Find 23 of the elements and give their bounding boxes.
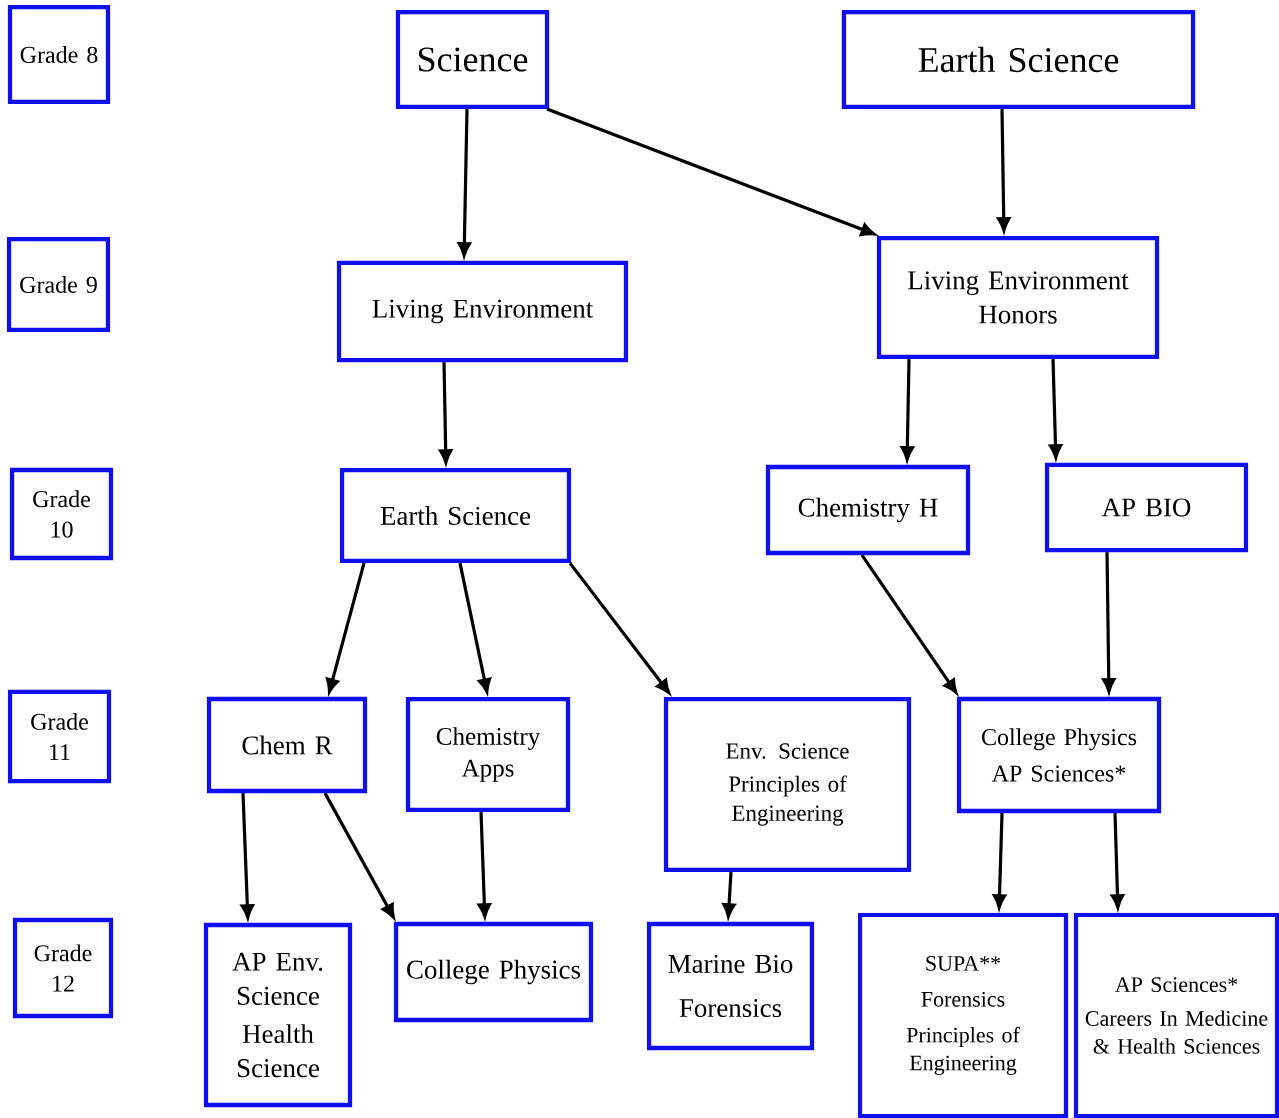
course-box: Living Environment Honors: [876, 235, 1160, 360]
grade-box: Grade 11: [7, 689, 112, 784]
course-box: College Physics: [393, 921, 594, 1023]
arrow: [860, 554, 958, 694]
course-box: Earth Science: [841, 9, 1196, 110]
grade-box: Grade 12: [12, 917, 114, 1019]
course-box: College Physics AP Sciences*: [956, 696, 1162, 814]
course-box: AP BIO: [1044, 462, 1249, 553]
grade-box: Grade 10: [9, 467, 114, 561]
course-box: Science: [395, 9, 550, 110]
course-box: SUPA** Forensics Principles of Engineering: [857, 912, 1069, 1118]
grade-box: Grade 9: [6, 236, 111, 333]
course-box: AP Sciences* Careers In Medicine & Health Sciences: [1073, 912, 1279, 1118]
course-box: Chemistry Apps: [405, 696, 571, 813]
course-box: AP Env. Science Health Science: [203, 922, 353, 1108]
grade-box: Grade 8: [7, 4, 111, 105]
course-box: Env. Science Principles of Engineering: [663, 696, 912, 873]
course-box: Chem R: [206, 696, 368, 794]
course-box: Chemistry H: [765, 464, 971, 556]
course-box: Earth Science: [339, 467, 572, 564]
arrow: [323, 792, 395, 919]
course-box: Living Environment: [336, 260, 629, 363]
course-box: Marine Bio Forensics: [646, 921, 815, 1051]
